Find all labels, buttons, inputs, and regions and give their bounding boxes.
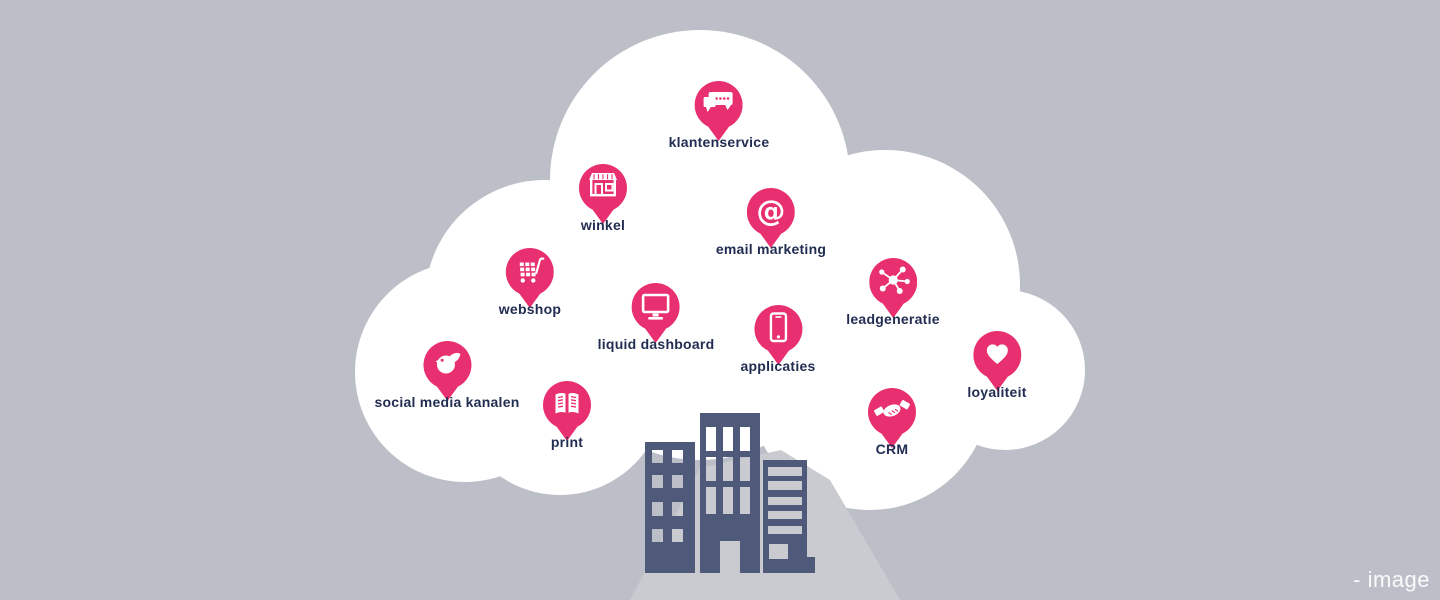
pin-label: loyaliteit <box>967 384 1027 400</box>
pin-label: applicaties <box>740 358 816 374</box>
map-pin-icon <box>632 283 680 343</box>
heart-icon <box>986 344 1008 364</box>
pin-klantenservice: klantenservice <box>669 81 770 150</box>
pin-label: winkel <box>580 217 626 233</box>
bird-icon <box>434 352 460 374</box>
pin-leadgeneratie: leadgeneratie <box>846 258 940 327</box>
pin-label: leadgeneratie <box>846 311 940 327</box>
shopping-cart-icon <box>519 257 545 283</box>
pin-label: social media kanalen <box>374 394 520 410</box>
monitor-icon <box>642 293 670 320</box>
pin-winkel: winkel <box>579 164 627 233</box>
map-pin-icon <box>868 388 916 448</box>
network-hub-icon <box>878 266 910 294</box>
map-pin-icon <box>505 248 554 308</box>
smartphone-icon <box>769 312 787 343</box>
pin-print: print <box>543 381 591 450</box>
map-pin-icon <box>868 258 917 318</box>
pin-crm: CRM <box>868 388 916 457</box>
open-book-icon <box>555 393 579 414</box>
image-caption: - image <box>1353 567 1430 592</box>
pin-loyaliteit: loyaliteit <box>967 331 1026 400</box>
pin-label: klantenservice <box>668 134 770 150</box>
pin-label: webshop <box>498 301 562 317</box>
pin-liquid-dashboard: liquid dashboard <box>598 283 715 352</box>
map-pin-icon <box>543 381 591 441</box>
chat-bubbles-icon <box>703 92 733 112</box>
map-pin-icon: @ <box>746 188 795 248</box>
pin-label: CRM <box>875 441 909 457</box>
map-pin-icon <box>754 305 802 365</box>
pin-webshop: webshop <box>499 248 561 317</box>
office-building <box>645 413 815 573</box>
pin-email-marketing: @ email marketing <box>716 188 826 257</box>
at-sign-icon: @ <box>756 194 785 228</box>
pin-applicaties: applicaties <box>740 305 815 374</box>
handshake-icon <box>873 400 911 417</box>
pin-label: email marketing <box>715 241 827 257</box>
pin-label: print <box>550 434 584 450</box>
storefront-icon <box>589 173 617 197</box>
pin-label: liquid dashboard <box>597 336 715 352</box>
map-pin-icon <box>972 331 1021 391</box>
map-pin-icon <box>579 164 627 224</box>
map-pin-icon <box>694 81 743 141</box>
pin-social-media-kanalen: social media kanalen <box>374 341 519 410</box>
map-pin-icon <box>422 341 471 401</box>
